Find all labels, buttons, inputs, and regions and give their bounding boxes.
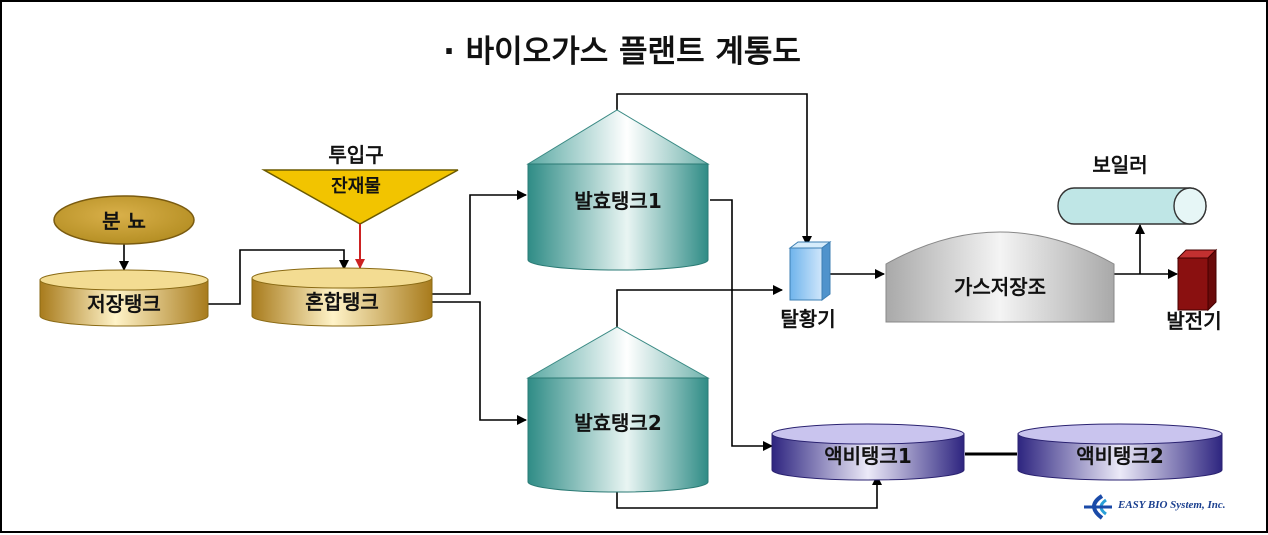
liquid-tank-1: 액비탱크1 xyxy=(771,423,965,481)
residue-label: 잔재물 xyxy=(331,176,381,197)
gas-holder-label: 가스저장조 xyxy=(954,275,1046,299)
flow-mixing-to-digester1 xyxy=(432,190,527,295)
logo-text: EASY BIO System, Inc. xyxy=(1117,499,1225,511)
manure-node: 분 뇨 xyxy=(53,195,195,245)
inlet-label: 투입구 xyxy=(328,143,383,167)
mixing-tank: 혼합탱크 xyxy=(251,267,433,327)
digester-2-label: 발효탱크2 xyxy=(574,411,662,435)
manure-label: 분 뇨 xyxy=(102,209,146,233)
flow-storage-to-mixing xyxy=(208,249,349,305)
storage-tank: 저장탱크 xyxy=(39,269,209,327)
digester-tank-2: 발효탱크2 xyxy=(526,326,710,493)
flow-digester1-to-desulfurizer xyxy=(616,93,812,246)
company-logo: EASY BIO System, Inc. xyxy=(1084,494,1225,520)
liquid-tank-2: 액비탱크2 xyxy=(1017,423,1223,481)
storage-tank-label: 저장탱크 xyxy=(87,292,161,316)
mixing-tank-label: 혼합탱크 xyxy=(305,290,379,314)
liquid-tank-1-label: 액비탱크1 xyxy=(824,444,912,468)
digester-tank-1: 발효탱크1 xyxy=(526,109,710,271)
desulfurizer-unit: 탈황기 xyxy=(780,241,836,331)
flow-digester1-to-liquid1 xyxy=(710,199,773,451)
liquid-tank-2-label: 액비탱크2 xyxy=(1076,444,1164,468)
inlet-funnel: 투입구 잔재물 xyxy=(261,143,459,269)
digester-1-label: 발효탱크1 xyxy=(574,189,662,213)
gas-holder: 가스저장조 xyxy=(885,231,1115,323)
flow-lines xyxy=(119,93,1178,509)
boiler-unit: 보일러 xyxy=(1057,153,1207,225)
flow-digester2-to-desulfurizer xyxy=(616,285,783,327)
desulfurizer-label: 탈황기 xyxy=(780,307,835,331)
flow-mixing-to-digester2 xyxy=(432,301,527,425)
boiler-label: 보일러 xyxy=(1092,153,1147,177)
diagram-title: · 바이오가스 플랜트 계통도 xyxy=(443,34,801,70)
flow-digester2-to-liquid1 xyxy=(616,475,882,509)
generator-label: 발전기 xyxy=(1166,309,1221,333)
generator-unit: 발전기 xyxy=(1166,248,1222,333)
